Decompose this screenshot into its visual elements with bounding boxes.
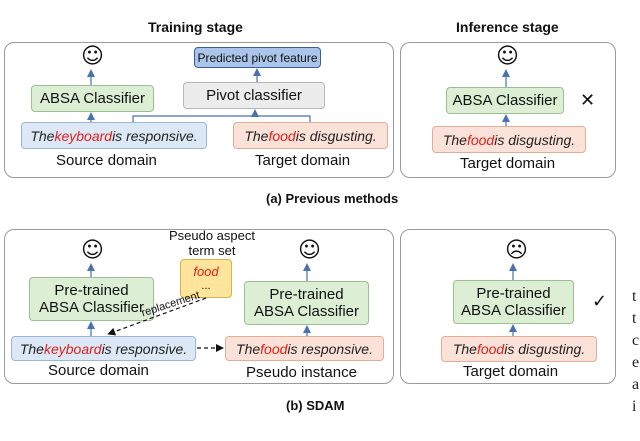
pseudo-instance-sentence-box: The food is responsive.	[225, 336, 384, 361]
source-aspect-term: keyboard	[54, 127, 113, 144]
pseudo-aspect-term: food	[260, 340, 288, 357]
classifier-line1: Pre-trained	[54, 282, 129, 299]
cross-mark-icon: ✕	[580, 90, 596, 111]
pseudo-set-title-line2: term set	[188, 243, 236, 258]
source-domain-label-b: Source domain	[48, 362, 149, 379]
classifier-line2: ABSA Classifier	[38, 299, 145, 316]
inference-sentence-pre: The	[452, 341, 477, 357]
pseudo-term-food: food	[193, 263, 219, 279]
inference-target-domain-label: Target domain	[460, 155, 556, 172]
pseudo-sentence-post: is responsive.	[287, 340, 373, 357]
pseudo-aspect-term-set-box: food ...	[180, 259, 232, 298]
pivot-connector-lines	[132, 115, 311, 122]
target-domain-label: Target domain	[255, 152, 351, 169]
inference-sentence-box-b: The food is disgusting.	[441, 336, 597, 362]
side-text-line: e	[632, 354, 640, 371]
side-text-line: a	[632, 376, 640, 393]
classifier-line2: ABSA Classifier	[460, 302, 567, 319]
absa-classifier-label: ABSA Classifier	[39, 90, 146, 107]
smiley-face-icon: ☺	[81, 44, 104, 69]
target-aspect-term: food	[268, 127, 296, 144]
smiley-face-icon: ☺	[81, 238, 104, 263]
side-text-line: t	[632, 310, 637, 327]
side-text-line: t	[632, 288, 637, 305]
classifier-line1: Pre-trained	[269, 286, 344, 303]
inference-pretrained-classifier-box: Pre-trained ABSA Classifier	[453, 280, 574, 324]
source-sentence-pre: The	[19, 340, 44, 357]
inference-absa-classifier-label: ABSA Classifier	[452, 92, 558, 109]
pivot-classifier-box: Pivot classifier	[183, 82, 325, 109]
inference-sentence-pre: The	[442, 131, 467, 148]
check-mark-icon: ✓	[592, 291, 608, 312]
side-text-line: c	[632, 332, 640, 349]
source-sentence-post: is responsive.	[112, 127, 198, 144]
inference-sentence-post: is disgusting.	[504, 341, 586, 357]
side-text-line: i	[632, 398, 637, 415]
target-sentence-box: The food is disgusting.	[233, 122, 388, 149]
classifier-line2: ABSA Classifier	[253, 303, 360, 320]
inference-aspect-term: food	[466, 131, 495, 148]
pseudo-sentence-pre: The	[236, 340, 261, 357]
predicted-pivot-feature-label: Predicted pivot feature	[197, 50, 318, 65]
arrow-replacement	[107, 297, 207, 336]
caption-sdam: (b) SDAM	[286, 398, 345, 413]
caption-previous-methods: (a) Previous methods	[266, 191, 399, 206]
source-sentence-box: The keyboard is responsive.	[21, 122, 207, 149]
side-text-column: t t c e a i	[632, 286, 639, 418]
pseudo-set-title-line1: Pseudo aspect	[168, 228, 255, 243]
inference-target-domain-label-b: Target domain	[463, 363, 559, 380]
training-stage-title: Training stage	[148, 19, 243, 35]
source-domain-label: Source domain	[56, 152, 157, 169]
source-sentence-post: is responsive.	[101, 340, 188, 357]
pretrained-classifier-box-source: Pre-trained ABSA Classifier	[29, 277, 154, 321]
inference-target-sentence-box: The food is disgusting.	[432, 126, 586, 153]
source-sentence-box-b: The keyboard is responsive.	[11, 336, 196, 361]
inference-sentence-post: is disgusting.	[494, 131, 576, 148]
smiley-face-icon: ☺	[298, 238, 321, 263]
pivot-classifier-label: Pivot classifier	[206, 87, 302, 104]
predicted-pivot-feature-box: Predicted pivot feature	[194, 47, 321, 68]
inference-stage-title: Inference stage	[456, 19, 559, 35]
inference-aspect-term: food	[476, 341, 505, 357]
inference-absa-classifier-box: ABSA Classifier	[446, 87, 564, 114]
pseudo-instance-label: Pseudo instance	[246, 364, 357, 381]
pseudo-aspect-term-set-title: Pseudo aspect term set	[166, 228, 258, 258]
absa-classifier-box: ABSA Classifier	[31, 85, 154, 112]
pretrained-classifier-box-pseudo: Pre-trained ABSA Classifier	[244, 281, 369, 325]
smiley-face-icon: ☺	[496, 44, 519, 69]
sad-face-icon: ☹	[505, 238, 528, 263]
source-sentence-pre: The	[30, 127, 55, 144]
pseudo-term-more: ...	[201, 279, 211, 292]
classifier-line1: Pre-trained	[476, 285, 551, 302]
source-aspect-term: keyboard	[43, 340, 102, 357]
target-sentence-post: is disgusting.	[295, 127, 377, 144]
target-sentence-pre: The	[244, 127, 269, 144]
